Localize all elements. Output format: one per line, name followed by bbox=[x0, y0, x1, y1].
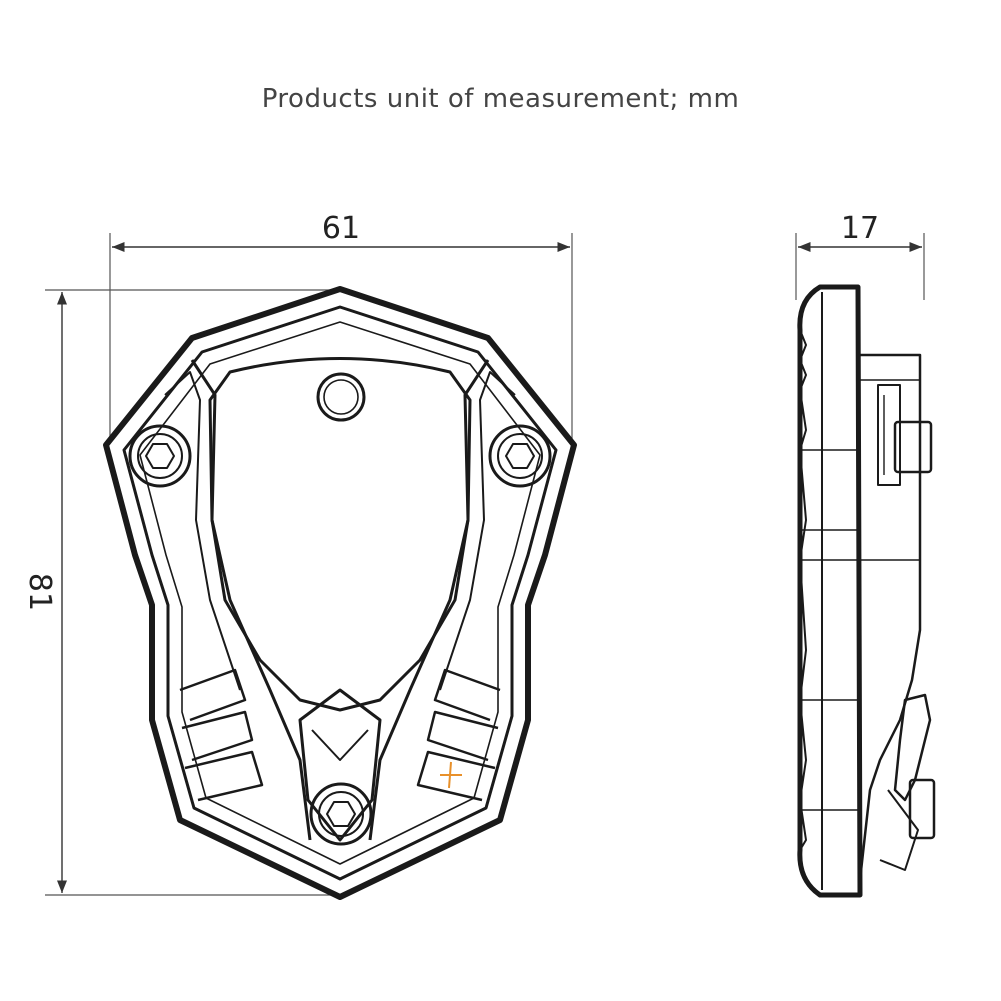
top-hole bbox=[316, 372, 366, 422]
inner-contour bbox=[122, 305, 558, 881]
marker-icon bbox=[440, 761, 462, 789]
side-view bbox=[797, 284, 936, 898]
outer-contour bbox=[103, 286, 577, 900]
width-label: 61 bbox=[322, 211, 360, 246]
bottom-bolt bbox=[309, 782, 373, 846]
width-dimension: 61 bbox=[109, 211, 573, 440]
left-bolt bbox=[128, 424, 192, 488]
height-dimension: 81 bbox=[22, 289, 340, 896]
front-view bbox=[103, 286, 577, 900]
thickness-dimension: 17 bbox=[795, 211, 925, 300]
height-label: 81 bbox=[22, 573, 57, 611]
thickness-label: 17 bbox=[841, 211, 879, 246]
right-bolt bbox=[488, 424, 552, 488]
center-plate bbox=[208, 357, 472, 712]
drawing-title: Products unit of measurement; mm bbox=[261, 84, 740, 114]
